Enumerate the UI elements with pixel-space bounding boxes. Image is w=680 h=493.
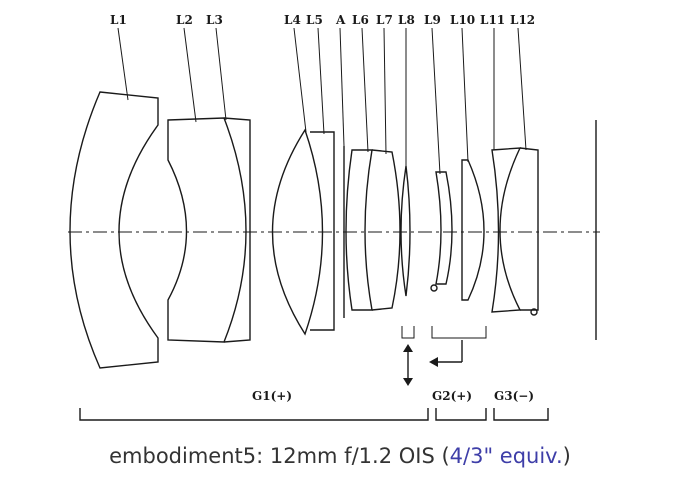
lens-l5 [310,131,335,331]
leader-lines [117,27,527,175]
lens-l1 [69,91,159,369]
label-l12: L12 [510,13,535,27]
bracket-g2-move [431,326,487,339]
label-l2: L2 [176,13,193,27]
label-l1: L1 [110,13,127,27]
lens-l6 [345,149,373,311]
lens-diagram: L1 L2 L3 L4 L5 A L6 L7 L8 L9 L10 L11 L12… [68,13,600,421]
label-l5: L5 [306,13,323,27]
lens-l9-mount [430,284,438,292]
lens-l7 [371,149,401,311]
label-l11: L11 [480,13,505,27]
label-g3: G3(−) [494,389,534,403]
lens-l4 [271,128,324,336]
lens-l8 [400,165,411,297]
label-l10: L10 [450,13,475,27]
label-l8: L8 [398,13,415,27]
label-l6: L6 [352,13,369,27]
bracket-g1 [79,408,429,421]
double-arrow-icon [403,344,413,386]
lens-l12-mount [530,308,538,316]
lens-l9 [435,171,453,285]
label-g1: G1(+) [252,389,292,403]
label-l4: L4 [284,13,301,27]
lens-l11 [491,147,522,313]
label-g2: G2(+) [432,389,472,403]
lens-l10 [461,159,485,301]
bracket-l8-stroke [401,326,415,339]
bracket-g2 [435,408,487,421]
caption-link[interactable]: 4/3" equiv. [449,444,563,468]
lens-l2 [167,117,247,343]
lens-l12 [519,147,539,311]
label-l3: L3 [206,13,223,27]
lens-l3 [223,117,251,343]
caption-suffix: ) [562,444,571,468]
bracket-g3 [493,408,549,421]
label-l9: L9 [424,13,441,27]
caption: embodiment5: 12mm f/1.2 OIS (4/3" equiv.… [0,444,680,468]
arrow-left-icon [429,340,463,367]
label-a: A [335,13,346,27]
caption-prefix: embodiment5: 12mm f/1.2 OIS ( [109,444,450,468]
label-l7: L7 [376,13,393,27]
